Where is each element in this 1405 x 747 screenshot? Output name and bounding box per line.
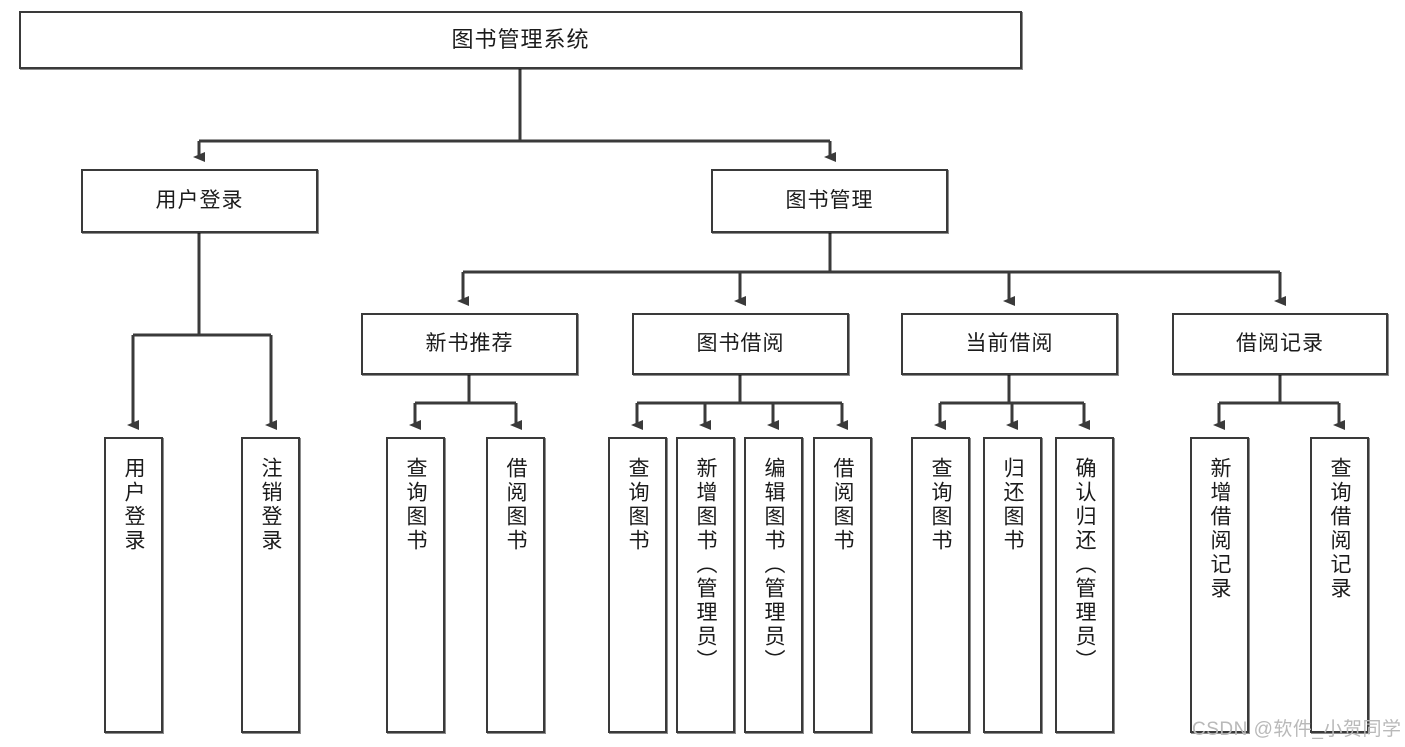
node-label: 注销登录 [259, 457, 282, 553]
node-label: 新书推荐 [425, 331, 514, 355]
node-label: 归还图书 [1001, 457, 1024, 553]
node-book-borrow[interactable]: 图书借阅 [632, 313, 849, 375]
node-label: 查询借阅记录 [1328, 457, 1351, 601]
node-leaf-add-record[interactable]: 新增借阅记录 [1190, 437, 1249, 733]
node-label: 借阅图书 [831, 457, 854, 553]
root-to-level2-connectors [193, 69, 836, 162]
book-manage-to-level3-connectors [457, 233, 1286, 306]
new-book-recommend-to-leaves-connectors [409, 375, 522, 430]
node-label: 新增借阅记录 [1208, 457, 1231, 601]
book-borrow-to-leaves-connectors [631, 375, 848, 430]
node-label: 图书管理系统 [451, 27, 590, 53]
node-label: 借阅记录 [1236, 331, 1324, 355]
node-label: 当前借阅 [965, 331, 1054, 355]
node-leaf-edit-book[interactable]: 编辑图书（管理员） [744, 437, 803, 733]
node-label: 编辑图书（管理员） [762, 457, 785, 673]
node-leaf-query-book-2[interactable]: 查询图书 [608, 437, 667, 733]
node-leaf-user-logout[interactable]: 注销登录 [241, 437, 300, 733]
node-label: 借阅图书 [504, 457, 527, 553]
node-leaf-query-book-1[interactable]: 查询图书 [386, 437, 445, 733]
node-leaf-query-book-3[interactable]: 查询图书 [911, 437, 970, 733]
node-borrow-record[interactable]: 借阅记录 [1172, 313, 1388, 375]
node-user-login[interactable]: 用户登录 [81, 169, 318, 233]
node-label: 查询图书 [929, 457, 952, 553]
node-label: 图书管理 [785, 188, 874, 212]
user-login-to-leaves-connectors [127, 233, 277, 430]
node-leaf-borrow-book-1[interactable]: 借阅图书 [486, 437, 545, 733]
node-label: 查询图书 [626, 457, 649, 553]
borrow-record-to-leaves-connectors [1213, 375, 1345, 430]
node-leaf-query-record[interactable]: 查询借阅记录 [1310, 437, 1369, 733]
node-label: 图书借阅 [696, 331, 785, 355]
node-leaf-add-book[interactable]: 新增图书（管理员） [676, 437, 735, 733]
node-leaf-user-login[interactable]: 用户登录 [104, 437, 163, 733]
node-label: 确认归还（管理员） [1073, 457, 1096, 673]
watermark-text: CSDN @软件_小贺同学 [1192, 719, 1402, 740]
node-root-system[interactable]: 图书管理系统 [19, 11, 1022, 69]
node-current-borrow[interactable]: 当前借阅 [901, 313, 1118, 375]
node-label: 查询图书 [404, 457, 427, 553]
node-label: 新增图书（管理员） [694, 457, 717, 673]
current-borrow-to-leaves-connectors [934, 375, 1090, 430]
node-leaf-return-book[interactable]: 归还图书 [983, 437, 1042, 733]
node-leaf-confirm-return[interactable]: 确认归还（管理员） [1055, 437, 1114, 733]
node-leaf-borrow-book-2[interactable]: 借阅图书 [813, 437, 872, 733]
node-label: 用户登录 [122, 457, 145, 553]
node-label: 用户登录 [155, 188, 244, 212]
node-new-book-recommend[interactable]: 新书推荐 [361, 313, 578, 375]
node-book-manage[interactable]: 图书管理 [711, 169, 948, 233]
